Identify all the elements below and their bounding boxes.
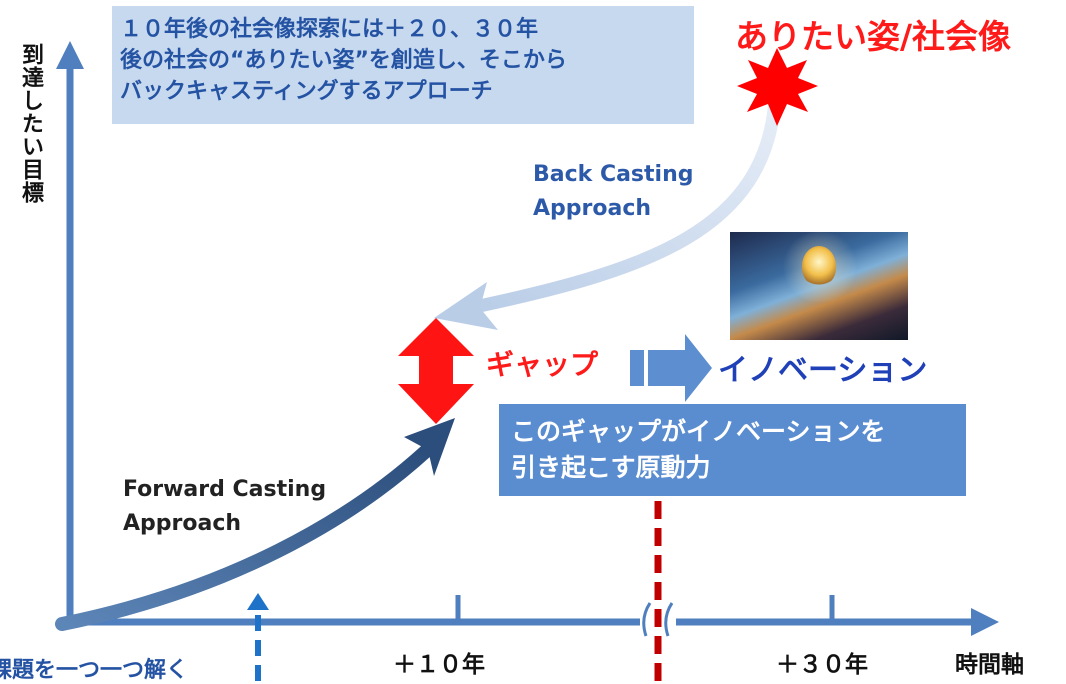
intro-box-text: １０年後の社会像探索には＋２０、３０年 後の社会の“ありたい姿”を創造し、そこか…	[120, 14, 690, 107]
gap-box-text: このギャップがイノベーションを 引き起こす原動力	[511, 414, 886, 486]
innovation-label: イノベーション	[718, 353, 928, 388]
solve-label: 課題を一つ一つ解く	[0, 658, 189, 683]
forward-casting-line-1: Forward Casting	[123, 477, 327, 502]
lightbulb-photo	[730, 232, 908, 340]
intro-line-1: １０年後の社会像探索には＋２０、３０年	[120, 17, 539, 42]
block-arrow-right-icon	[630, 334, 712, 402]
forward-casting-line-2: Approach	[123, 511, 242, 536]
gap-label: ギャップ	[486, 348, 599, 381]
back-casting-label: Back Casting Approach	[533, 158, 694, 226]
forward-casting-arrow	[55, 418, 455, 631]
ideal-title: ありたい姿/社会像	[735, 17, 1012, 56]
gap-box-line-1: このギャップがイノベーションを	[511, 417, 886, 446]
tick-label-plus30: ＋３０年	[776, 652, 868, 678]
x-axis-label: 時間軸	[955, 652, 1024, 678]
intro-line-3: バックキャスティングするアプローチ	[120, 79, 493, 104]
back-casting-arrow	[434, 93, 782, 330]
gap-box	[499, 404, 966, 496]
red-burst-icon	[737, 48, 818, 126]
gap-box-line-2: 引き起こす原動力	[511, 453, 711, 482]
back-casting-line-2: Approach	[533, 196, 652, 221]
intro-line-2: 後の社会の“ありたい姿”を創造し、そこから	[120, 48, 567, 73]
intro-box	[112, 6, 694, 124]
y-axis-label: 到達したい目標	[18, 43, 43, 204]
forward-casting-label: Forward Casting Approach	[123, 473, 326, 541]
tick-label-plus10: ＋１０年	[393, 652, 485, 678]
blue-dashed-arrowhead	[247, 593, 269, 610]
back-casting-line-1: Back Casting	[533, 162, 694, 187]
double-vertical-arrow-icon	[398, 318, 474, 424]
lightbulb-icon	[802, 246, 836, 286]
